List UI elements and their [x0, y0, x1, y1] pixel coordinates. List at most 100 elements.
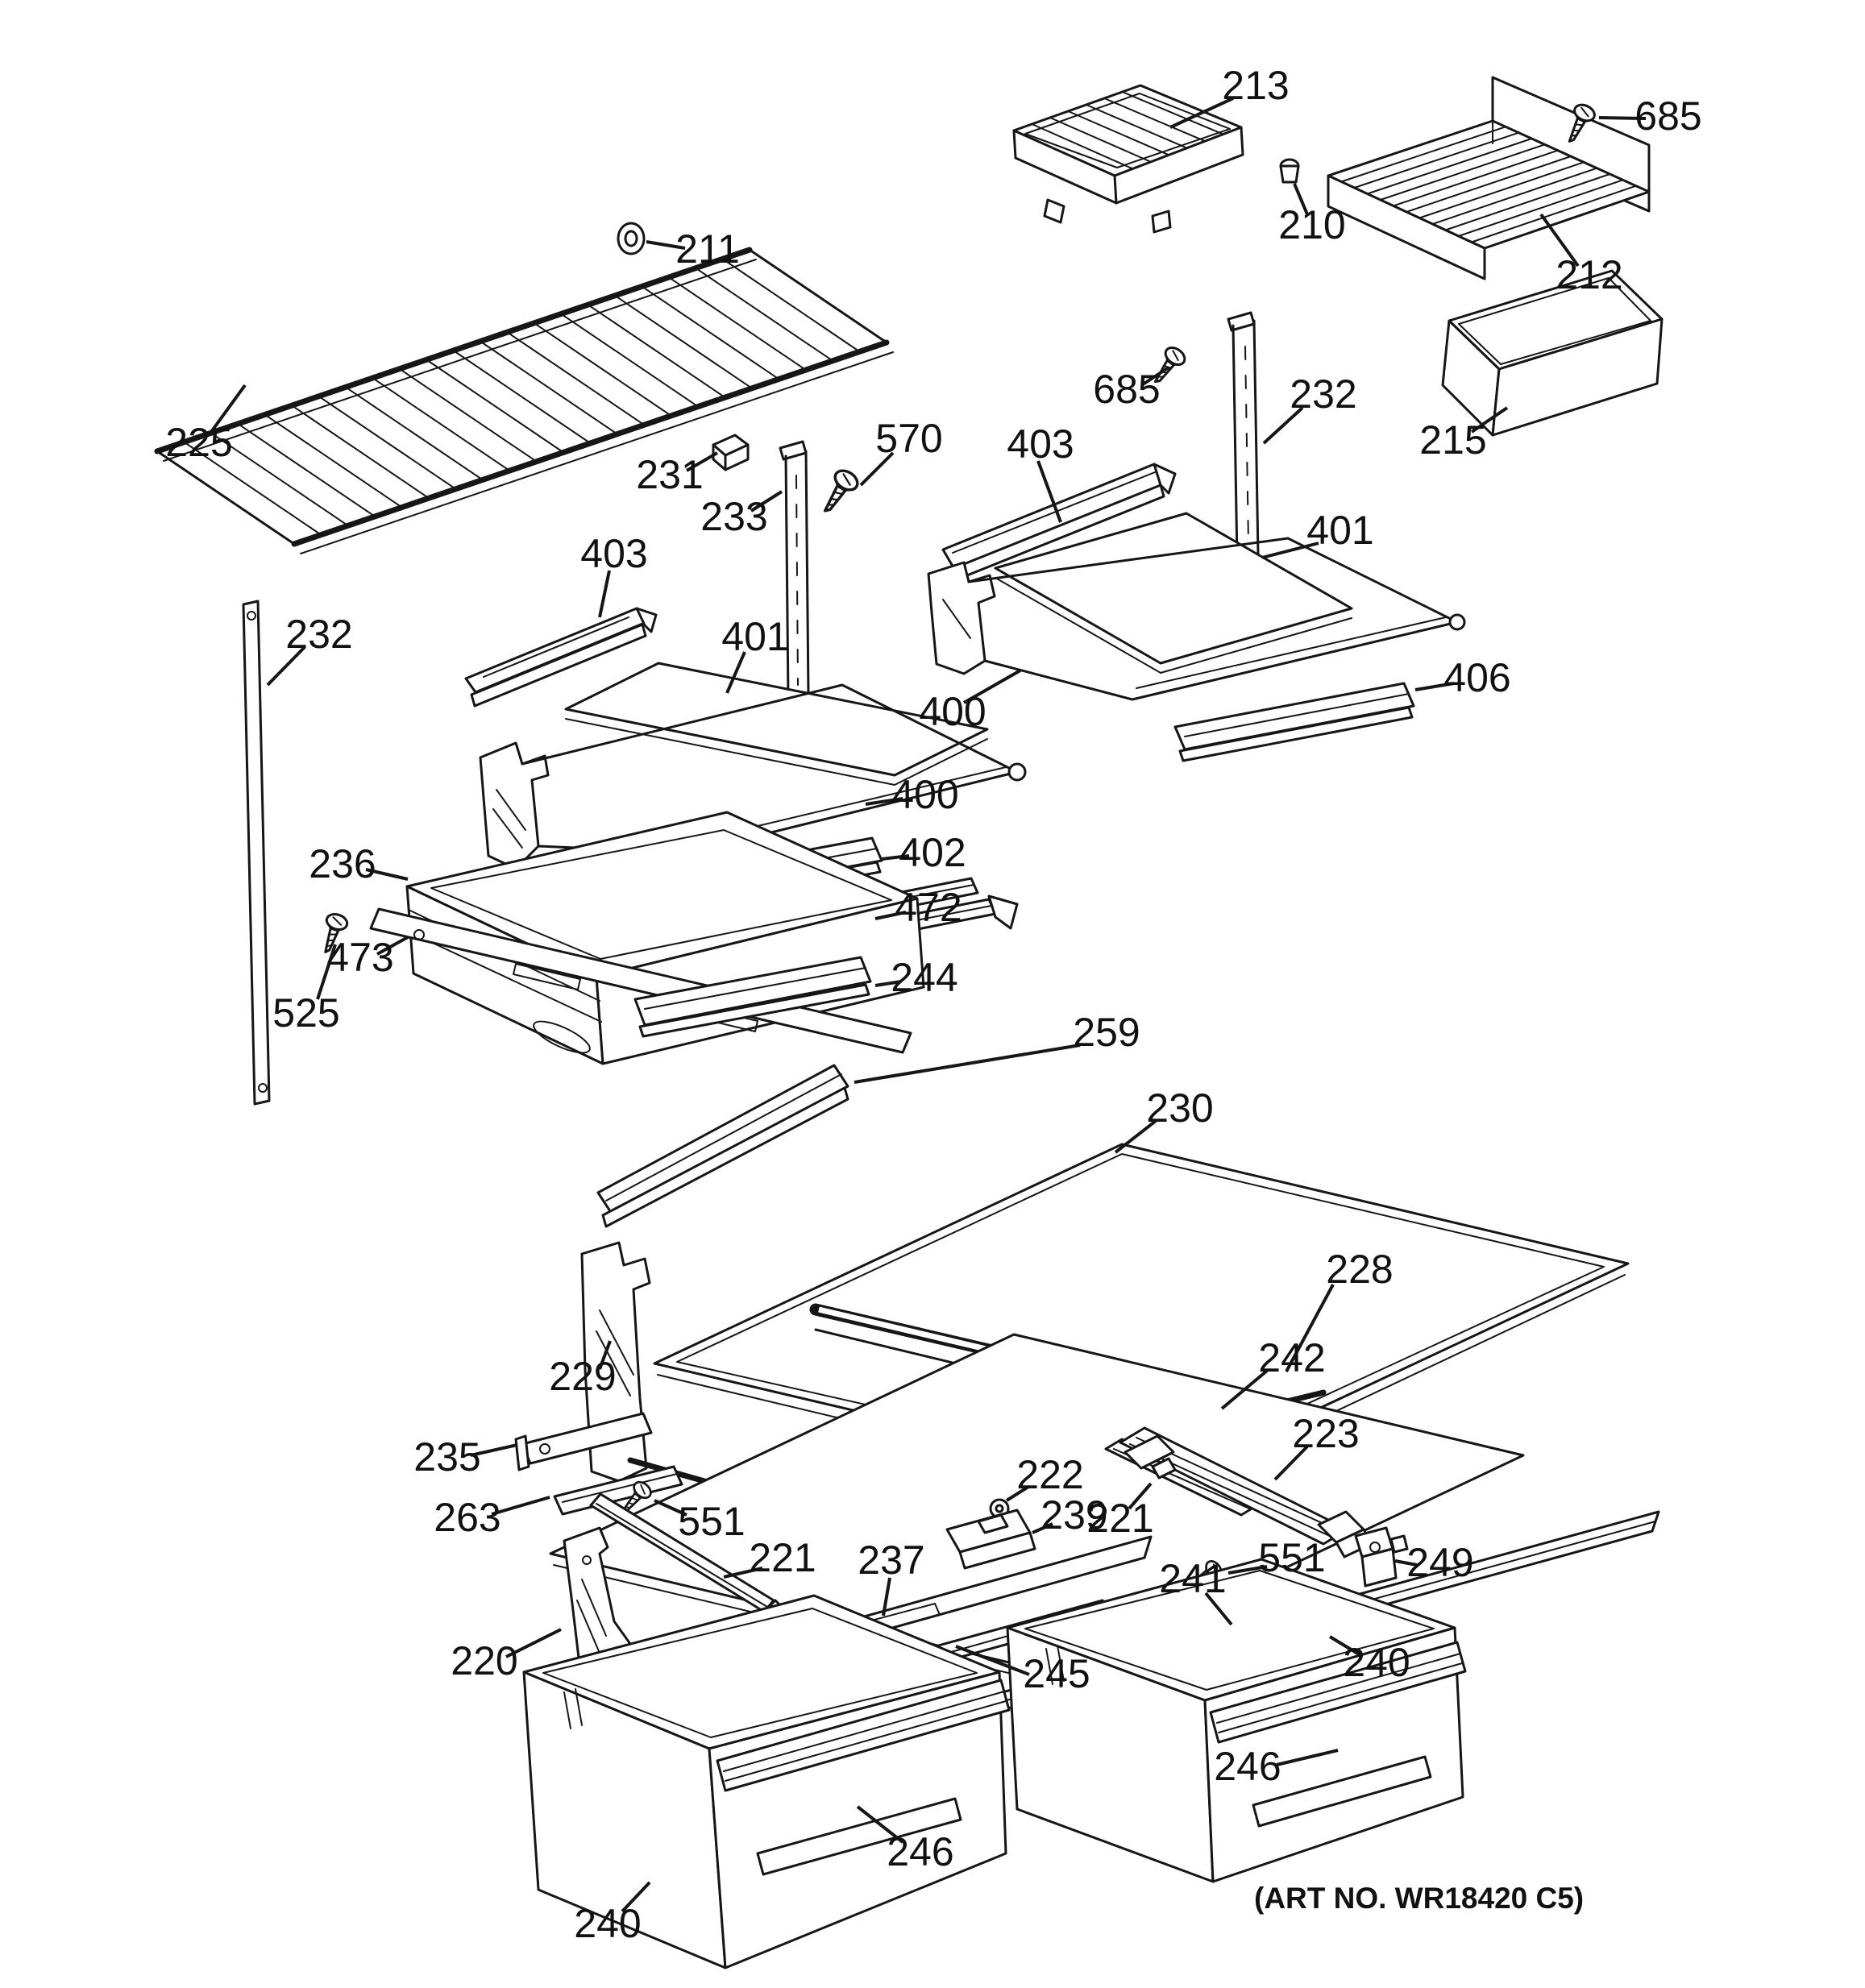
callout-237: 237 — [858, 1538, 924, 1583]
leader-line-240 — [1328, 1635, 1362, 1657]
leader-line-400 — [865, 797, 903, 806]
handle-246-left — [716, 1679, 1011, 1876]
callout-230: 230 — [1146, 1085, 1213, 1131]
grate-line — [1379, 143, 1546, 201]
callout-403: 403 — [580, 531, 647, 576]
callout-242: 242 — [1258, 1335, 1325, 1380]
leader-line-232 — [1262, 406, 1304, 445]
shelf-wires — [183, 258, 861, 536]
part-shelf-frame-400-right — [927, 537, 1466, 701]
wire-line — [318, 395, 457, 490]
leader-line-259 — [854, 1044, 1081, 1084]
callout-241: 241 — [1159, 1556, 1226, 1601]
callout-473: 473 — [326, 935, 393, 980]
leader-line-570 — [859, 451, 895, 487]
leader-line-236 — [365, 868, 409, 881]
callout-685: 685 — [1634, 93, 1701, 139]
leader-line-685 — [1141, 366, 1170, 386]
callout-215: 215 — [1419, 417, 1486, 463]
wire-line — [237, 422, 376, 517]
leader-line-233 — [750, 490, 783, 513]
wire-line — [613, 294, 753, 389]
leader-line-406 — [1414, 682, 1455, 691]
callout-244: 244 — [891, 955, 957, 1000]
callout-229: 229 — [549, 1354, 616, 1399]
wire-line — [667, 276, 807, 371]
callout-236: 236 — [309, 841, 376, 886]
wire-line — [344, 386, 484, 481]
leader-line-246 — [856, 1805, 904, 1844]
leader-line-225 — [210, 384, 247, 434]
part-grommet-211 — [617, 222, 646, 255]
callout-213: 213 — [1222, 63, 1289, 108]
leader-line-221 — [1128, 1482, 1153, 1510]
callout-232: 232 — [1290, 371, 1356, 417]
leader-line-213 — [1169, 97, 1234, 129]
grate-line — [1470, 185, 1637, 243]
callout-400: 400 — [891, 772, 958, 817]
callout-222: 222 — [1016, 1452, 1083, 1497]
leader-line-244 — [874, 980, 902, 987]
callout-233: 233 — [700, 494, 767, 539]
callout-232: 232 — [285, 612, 352, 657]
wire-line — [291, 405, 430, 500]
leader-line-403 — [598, 570, 611, 618]
leader-line-240 — [621, 1881, 651, 1913]
callout-402: 402 — [899, 830, 966, 875]
callout-246: 246 — [887, 1829, 953, 1874]
callout-403: 403 — [1007, 421, 1074, 467]
part-slide-223 — [1119, 1426, 1373, 1558]
callout-685: 685 — [1093, 367, 1160, 412]
grate-line — [1366, 138, 1533, 195]
leader-line-245 — [955, 1645, 1030, 1676]
cell-line — [1067, 110, 1170, 156]
callout-246: 246 — [1214, 1744, 1281, 1789]
callout-263: 263 — [434, 1495, 501, 1540]
grate-line — [1392, 149, 1559, 207]
handle-246-right — [1209, 1641, 1467, 1828]
part-glass-shelf-401-left — [564, 662, 989, 786]
callout-225: 225 — [165, 420, 232, 465]
callout-401: 401 — [1306, 508, 1373, 553]
leader-line-231 — [685, 451, 719, 472]
callout-220: 220 — [451, 1638, 517, 1683]
callout-235: 235 — [413, 1434, 480, 1480]
wire-line — [641, 285, 780, 380]
cell-line — [1049, 117, 1152, 163]
callout-240: 240 — [1343, 1640, 1410, 1685]
leader-line-403 — [1036, 460, 1062, 523]
art-number: (ART NO. WR18420 C5) — [1254, 1882, 1584, 1915]
wire-line — [506, 331, 646, 426]
callout-223: 223 — [1292, 1411, 1359, 1456]
leader-line-210 — [1293, 183, 1309, 215]
leader-line-551 — [654, 1499, 687, 1517]
wire-line — [210, 432, 349, 527]
callout-259: 259 — [1073, 1010, 1140, 1055]
part-wire-shelf-225 — [154, 247, 894, 554]
leader-line-215 — [1470, 406, 1509, 434]
part-ice-tray-213 — [1012, 84, 1244, 234]
shelf-grate — [1327, 120, 1650, 249]
part-trim-403-left — [464, 607, 658, 708]
leader-line-400 — [963, 669, 1021, 704]
leader-line-229 — [598, 1340, 612, 1370]
grate-line — [1353, 131, 1520, 189]
leader-line-230 — [1114, 1119, 1157, 1154]
leader-line-221 — [723, 1567, 763, 1579]
leader-line-263 — [491, 1496, 550, 1516]
callout-228: 228 — [1326, 1247, 1393, 1292]
wire-line — [183, 441, 322, 536]
wire-line — [426, 359, 565, 454]
cell-line — [1031, 123, 1134, 170]
part-pan-240-left — [522, 1594, 1011, 1969]
part-trim-244 — [633, 956, 872, 1038]
leader-line-211 — [646, 240, 686, 250]
grate-line — [1340, 126, 1507, 183]
callout-221: 221 — [1086, 1496, 1153, 1541]
leader-line-402 — [881, 854, 910, 861]
cell-line — [1121, 91, 1224, 135]
part-freezer-shelf-212 — [1327, 76, 1651, 280]
leader-line-401 — [1261, 542, 1319, 559]
ice-tray-cells — [1031, 91, 1224, 170]
